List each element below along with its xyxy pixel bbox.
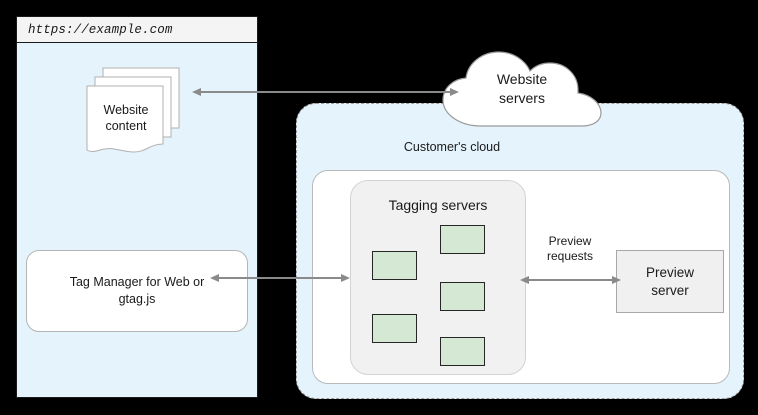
browser-url-bar[interactable]: https://example.com xyxy=(17,17,257,43)
browser-url-text: https://example.com xyxy=(28,22,173,37)
website-content-document-stack: Website content xyxy=(86,66,182,160)
tagging-server-node-2 xyxy=(372,314,417,343)
customer-cloud-label: Customer's cloud xyxy=(403,140,501,154)
website-content-line-1: Website xyxy=(103,103,149,117)
website-content-label: Website content xyxy=(86,102,166,134)
preview-server-line-2: server xyxy=(651,282,689,298)
tagging-server-node-3 xyxy=(440,225,485,254)
preview-server-box: Preview server xyxy=(616,250,724,313)
tag-manager-label: Tag Manager for Web or gtag.js xyxy=(42,274,232,308)
website-content-line-2: content xyxy=(105,119,147,133)
website-servers-line-1: Website xyxy=(496,71,548,87)
website-servers-cloud: Website servers xyxy=(441,50,603,128)
preview-server-label: Preview server xyxy=(646,264,694,300)
document-stack-icon xyxy=(86,67,180,153)
tagging-server-node-5 xyxy=(440,337,485,366)
preview-requests-label: Preview requests xyxy=(527,234,613,264)
tagging-servers-title: Tagging servers xyxy=(388,197,488,213)
preview-server-line-1: Preview xyxy=(645,264,694,280)
website-servers-label: Website servers xyxy=(441,70,603,108)
tag-manager-line-1: Tag Manager for Web or xyxy=(69,275,205,289)
tagging-servers-panel: Tagging servers xyxy=(350,180,526,375)
preview-requests-line-1: Preview xyxy=(548,234,592,248)
website-servers-line-2: servers xyxy=(499,90,545,106)
tagging-server-node-1 xyxy=(372,251,417,280)
tagging-server-node-4 xyxy=(440,282,485,311)
preview-requests-line-2: requests xyxy=(546,249,594,263)
tag-manager-box: Tag Manager for Web or gtag.js xyxy=(26,250,248,332)
tag-manager-line-2: gtag.js xyxy=(118,292,156,306)
cloud-icon xyxy=(442,51,602,127)
